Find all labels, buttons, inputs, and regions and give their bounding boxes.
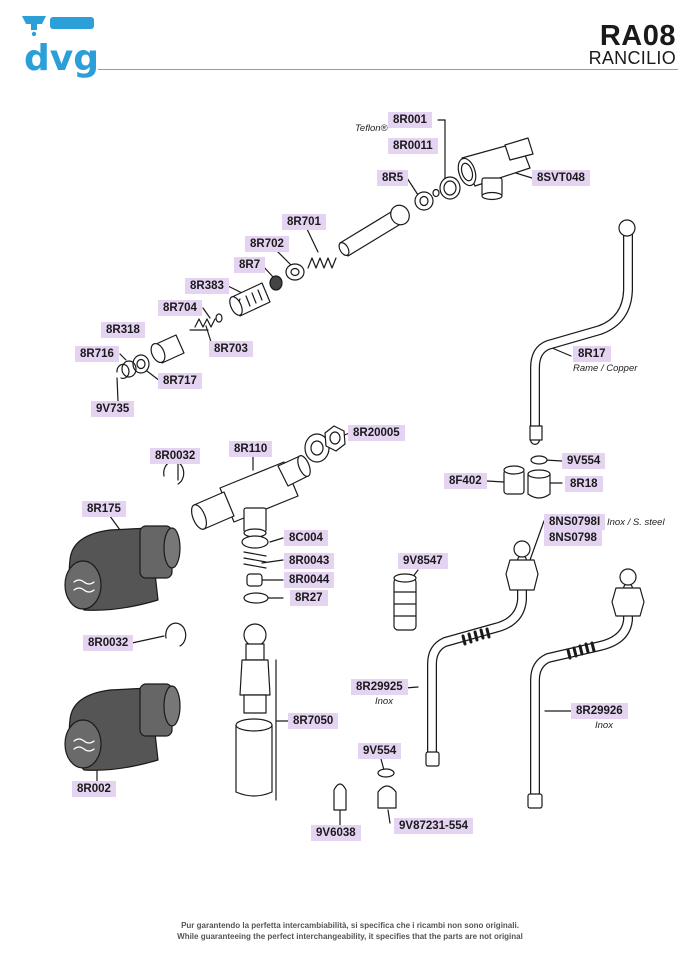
- part-label-9v87231-554: 9V87231-554: [394, 818, 474, 834]
- model-code: RA08: [599, 20, 676, 52]
- part-label-8r110: 8R110: [229, 441, 273, 457]
- part-label-8ns0798i: 8NS0798I: [544, 514, 606, 530]
- note-teflon: Teflon®: [355, 123, 388, 134]
- part-label-8r18: 8R18: [565, 476, 603, 492]
- part-label-8r703: 8R703: [209, 341, 253, 357]
- footer-disclaimer-english: While guaranteeing the perfect interchan…: [177, 932, 523, 941]
- part-label-8r29926: 8R29926: [571, 703, 628, 719]
- part-label-8r20005: 8R20005: [348, 425, 405, 441]
- part-label-8r0043: 8R0043: [284, 553, 335, 569]
- part-label-8r717: 8R717: [158, 373, 202, 389]
- part-label-8r702: 8R702: [245, 236, 289, 252]
- svg-text:dvg: dvg: [24, 38, 99, 79]
- part-label-9v554-upper: 9V554: [562, 453, 606, 469]
- part-label-8r175: 8R175: [82, 501, 126, 517]
- part-label-8f402: 8F402: [444, 473, 487, 489]
- part-label-9v554-lower: 9V554: [358, 743, 402, 759]
- part-label-8r383: 8R383: [185, 278, 229, 294]
- part-label-8r7050: 8R7050: [288, 713, 339, 729]
- part-label-8svt048: 8SVT048: [532, 170, 590, 186]
- part-label-8r27: 8R27: [290, 590, 328, 606]
- part-label-8r318: 8R318: [101, 322, 145, 338]
- part-label-8r0011: 8R0011: [388, 138, 438, 154]
- part-label-8r0044: 8R0044: [284, 572, 335, 588]
- note-inox-8r29925: Inox: [375, 696, 393, 707]
- part-label-8r001: 8R001: [388, 112, 432, 128]
- part-label-8c004: 8C004: [284, 530, 328, 546]
- part-label-8r716: 8R716: [75, 346, 119, 362]
- part-label-8r0032-upper: 8R0032: [150, 448, 201, 464]
- part-label-8r5: 8R5: [377, 170, 409, 186]
- part-label-8r704: 8R704: [158, 300, 202, 316]
- part-label-9v8547: 9V8547: [398, 553, 448, 569]
- part-label-8r002: 8R002: [72, 781, 116, 797]
- part-label-8r701: 8R701: [282, 214, 326, 230]
- note-rame-copper: Rame / Copper: [573, 363, 638, 374]
- part-label-8r0032-lower: 8R0032: [83, 635, 134, 651]
- brand-name: RANCILIO: [588, 48, 676, 68]
- part-label-8r17: 8R17: [573, 346, 611, 362]
- part-label-8r29925: 8R29925: [351, 679, 408, 695]
- part-label-8ns0798: 8NS0798: [544, 530, 602, 546]
- part-label-9v6038: 9V6038: [311, 825, 361, 841]
- footer-disclaimer-italian: Pur garantendo la perfetta intercambiabi…: [181, 921, 519, 930]
- note-inox-steel: Inox / S. steel: [607, 517, 665, 528]
- part-label-8r7: 8R7: [234, 257, 266, 273]
- note-inox-8r29926: Inox: [595, 720, 613, 731]
- header-divider: [98, 69, 678, 70]
- dvg-logo: dvg: [22, 16, 99, 79]
- part-label-9v735: 9V735: [91, 401, 135, 417]
